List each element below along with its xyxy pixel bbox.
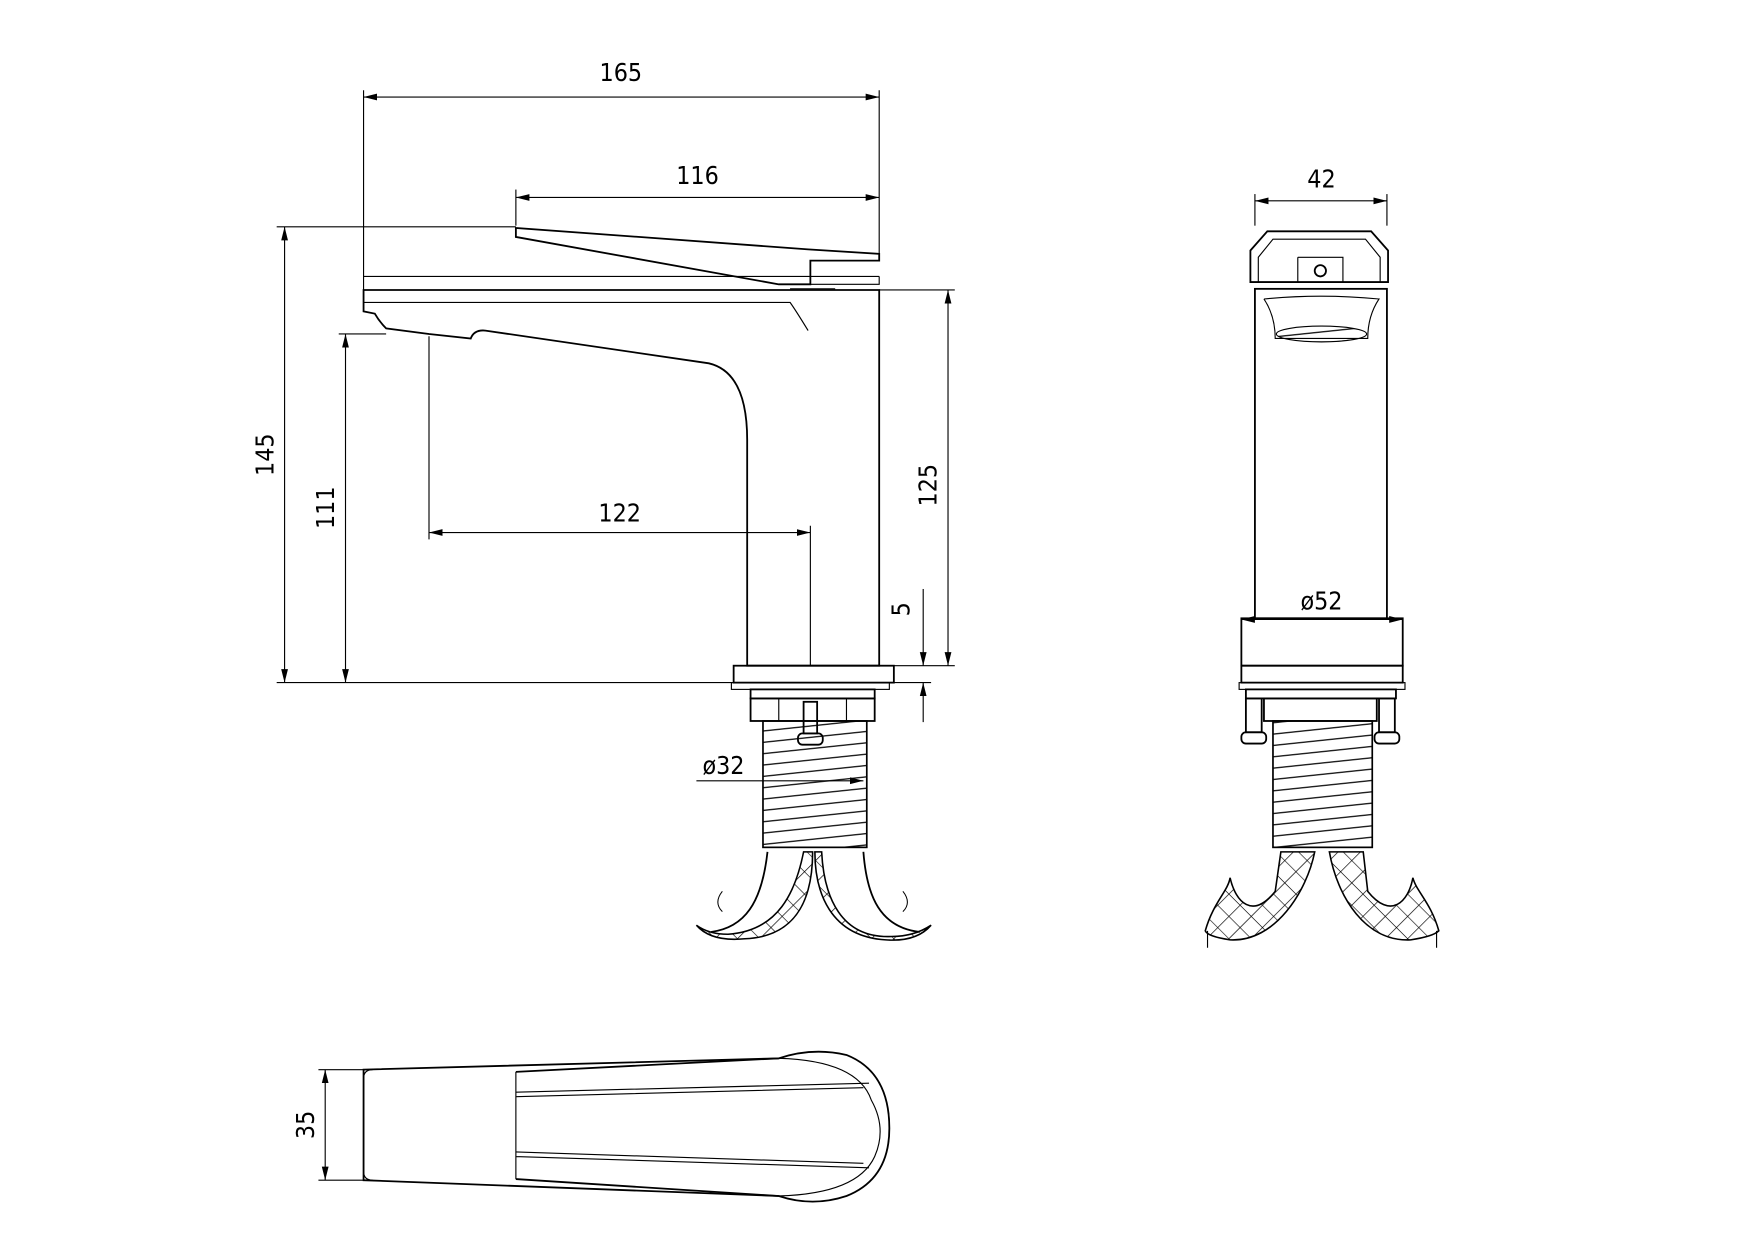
dim-base-diameter: ø52	[1300, 586, 1342, 615]
hose-front-right	[1328, 851, 1440, 941]
dim-spout-height: 111	[311, 486, 340, 529]
hose-left	[695, 851, 814, 941]
front-view: 42 ø52	[1204, 164, 1440, 948]
dim-base-thickness: 5	[887, 602, 916, 616]
dim-spout-width: 35	[291, 1111, 320, 1139]
handle	[514, 226, 881, 286]
hose-right	[814, 851, 932, 941]
dim-spout-reach: 122	[598, 498, 641, 527]
handle-front	[1249, 230, 1389, 283]
dim-handle-length: 116	[676, 161, 719, 190]
dim-handle-width: 42	[1307, 164, 1335, 193]
dim-overall-length: 165	[600, 58, 643, 87]
threaded-shank	[762, 720, 868, 849]
base-plate	[732, 664, 895, 684]
side-view: 165 116 145 111 122 125 5 ø32	[250, 58, 955, 941]
dim-shank-diameter: ø32	[702, 751, 744, 780]
base-front	[1240, 617, 1404, 667]
spout-top	[362, 1050, 891, 1203]
dim-total-height: 145	[250, 433, 279, 476]
threaded-shank-front	[1272, 720, 1374, 849]
hose-front-left	[1204, 851, 1316, 941]
dim-body-height: 125	[914, 464, 943, 507]
faucet-body	[362, 289, 881, 667]
top-view: 35	[291, 1050, 891, 1203]
